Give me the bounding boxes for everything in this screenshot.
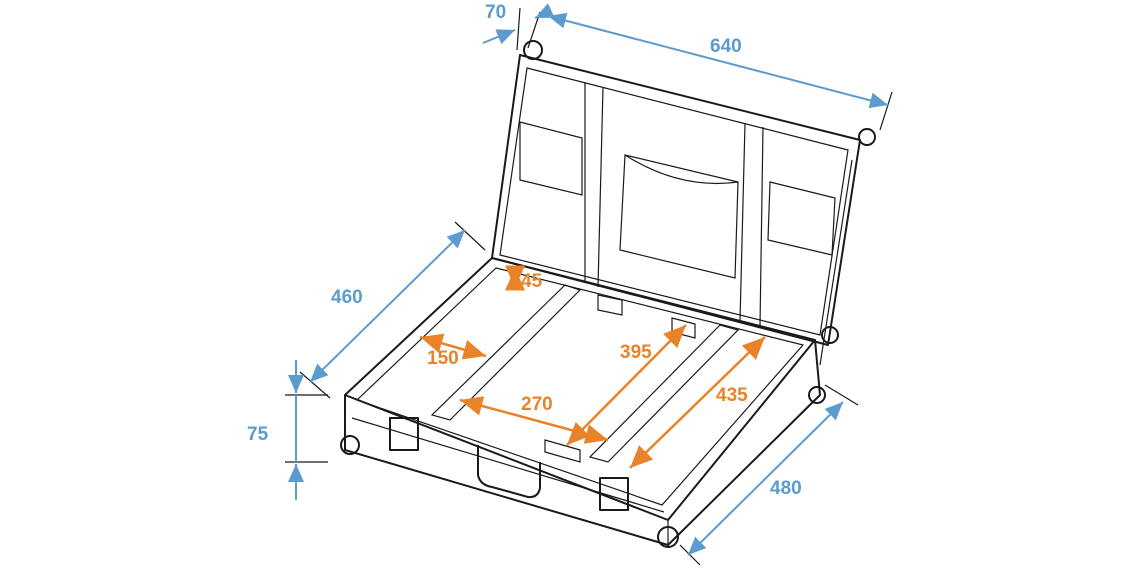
case-lid xyxy=(491,40,876,366)
corner-ball-icon xyxy=(821,326,839,344)
width-label: 640 xyxy=(710,36,742,57)
latch-icon xyxy=(389,417,419,451)
corner-ball-icon xyxy=(340,435,360,455)
outer-dimensions: 70 640 460 75 480 xyxy=(247,2,893,566)
latch-icon xyxy=(599,477,629,511)
corner-ball-icon xyxy=(858,128,876,146)
corner-ball-icon xyxy=(808,386,826,404)
inner-dimensions: 45 150 270 395 435 xyxy=(419,265,766,469)
center-length-label: 395 xyxy=(620,342,652,363)
right-length-label: 435 xyxy=(716,385,748,406)
height-label: 75 xyxy=(247,424,269,445)
right-length-dimension-line xyxy=(629,336,766,469)
width-dimension-line xyxy=(547,12,889,109)
length-label: 480 xyxy=(770,478,802,499)
center-compartment-label: 270 xyxy=(521,394,553,415)
lid-depth-label: 70 xyxy=(485,2,506,23)
case-base xyxy=(340,257,826,548)
left-compartment-label: 150 xyxy=(427,348,459,369)
left-compartment-dimension-line xyxy=(419,333,487,360)
handle-icon xyxy=(477,445,541,499)
corner-ball-icon xyxy=(657,526,679,548)
depth-label: 460 xyxy=(331,287,363,308)
length-dimension-line xyxy=(687,401,844,556)
lid-depth-dimension-line xyxy=(482,29,516,45)
depth-dimension-line xyxy=(309,229,466,383)
inner-depth-label: 45 xyxy=(521,271,543,292)
corner-ball-icon xyxy=(523,40,543,60)
